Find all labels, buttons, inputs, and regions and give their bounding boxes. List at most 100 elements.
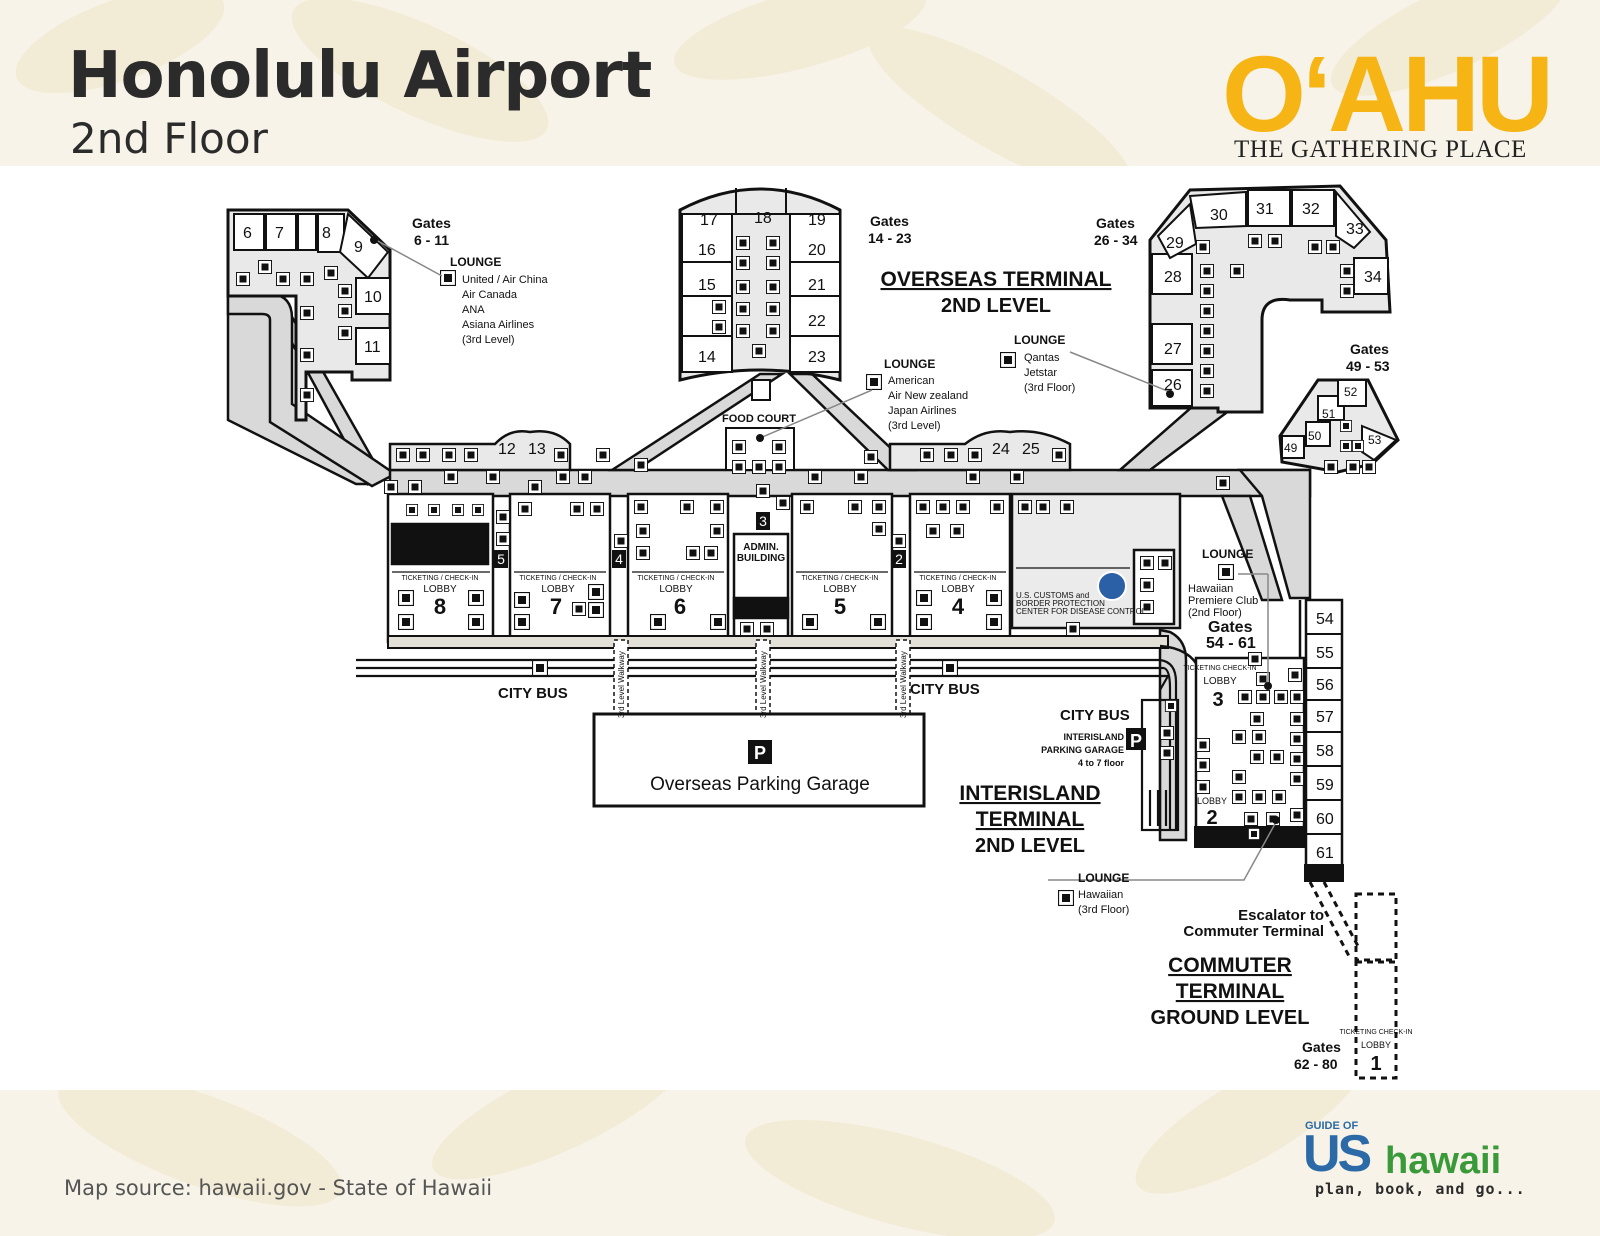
lounge-3-line: Qantas (1024, 352, 1060, 364)
lobby-8-number[interactable]: 8 (434, 594, 446, 619)
gate-11[interactable]: 11 (364, 339, 381, 356)
lounge-1-line: (3rd Level) (462, 334, 515, 346)
gate-25[interactable]: 25 (1022, 441, 1040, 458)
lounge-1-line: United / Air China (462, 274, 548, 286)
gate-23[interactable]: 23 (808, 349, 826, 366)
lounge-1-line: Asiana Airlines (462, 319, 535, 331)
lobby-6-number[interactable]: 6 (674, 594, 686, 619)
logo-tagline: plan, book, and go... (1315, 1180, 1526, 1198)
curb (387, 635, 1169, 649)
gate-31[interactable]: 31 (1256, 201, 1274, 218)
lounge-1-line: ANA (462, 304, 485, 316)
ticketing-label: TICKETING / CHECK-IN (801, 575, 878, 582)
gate-9[interactable]: 9 (354, 239, 363, 256)
lounge-2-line: Air New zealand (888, 390, 968, 402)
lobby-2-number[interactable]: 2 (1206, 807, 1217, 829)
walkway-label: 3rd Level Walkway (759, 651, 768, 718)
gate-53[interactable]: 53 (1368, 433, 1382, 447)
lounge-4-line: (2nd Floor) (1188, 607, 1242, 619)
overseas-parking-sign: P (754, 743, 766, 763)
lounge-2-line: Japan Airlines (888, 405, 957, 417)
interisland-parking-sign: P (1130, 731, 1142, 751)
gate-17[interactable]: 17 (700, 212, 718, 229)
lounge-3-line: Jetstar (1024, 367, 1057, 379)
lounge-1-line: Air Canada (462, 289, 518, 301)
gate-22[interactable]: 22 (808, 313, 826, 330)
lobby-3-number[interactable]: 3 (1212, 689, 1223, 711)
gate-6[interactable]: 6 (243, 225, 252, 242)
gates-14-23-label: Gates (870, 213, 909, 229)
gate-27[interactable]: 27 (1164, 341, 1182, 358)
gate-16[interactable]: 16 (698, 242, 716, 259)
lobby-4-number[interactable]: 4 (952, 594, 965, 619)
gate-32[interactable]: 32 (1302, 201, 1320, 218)
gate-51[interactable]: 51 (1322, 407, 1336, 421)
gate-29[interactable]: 29 (1166, 235, 1184, 252)
gates-62-80-range: 62 - 80 (1294, 1056, 1338, 1072)
food-court-label: FOOD COURT (722, 413, 796, 425)
lobby-5-number[interactable]: 5 (834, 594, 846, 619)
gate-56[interactable]: 56 (1316, 677, 1334, 694)
bridge-2-label: 2 (895, 551, 903, 567)
gate-33[interactable]: 33 (1346, 221, 1364, 238)
gate-18[interactable]: 18 (754, 210, 772, 227)
gate-15[interactable]: 15 (698, 277, 716, 294)
overseas-terminal-line1: OVERSEAS TERMINAL (880, 268, 1111, 291)
misc-labels: FOOD COURT ADMIN. BUILDING CITY BUS CITY… (497, 413, 1324, 940)
interisland-parking-line2: PARKING GARAGE (1041, 745, 1124, 755)
gates-26-34-label: Gates (1096, 215, 1135, 231)
third-level-walkways (613, 639, 911, 725)
lobby-word: LOBBY (1203, 676, 1237, 687)
lobby-word: LOBBY (541, 584, 575, 595)
gate-58[interactable]: 58 (1316, 743, 1334, 760)
page-title: Honolulu Airport (68, 39, 652, 113)
bridge-4-label: 4 (615, 551, 623, 567)
escalator-line2: Commuter Terminal (1183, 923, 1324, 940)
gate-28[interactable]: 28 (1164, 269, 1182, 286)
walkway-label: 3rd Level Walkway (899, 651, 908, 718)
gate-61[interactable]: 61 (1316, 845, 1334, 862)
gate-55[interactable]: 55 (1316, 645, 1334, 662)
interisland-terminal-line3: 2ND LEVEL (975, 835, 1085, 857)
lobby-1-number[interactable]: 1 (1370, 1053, 1381, 1075)
gate-24[interactable]: 24 (992, 441, 1010, 458)
gate-14[interactable]: 14 (698, 349, 716, 366)
gate-60[interactable]: 60 (1316, 811, 1334, 828)
gate-34[interactable]: 34 (1364, 269, 1382, 286)
gate-8[interactable]: 8 (322, 225, 331, 242)
lounge-4-line: Hawaiian (1188, 583, 1233, 595)
gates-49-53-range: 49 - 53 (1346, 358, 1390, 374)
interisland-terminal-line1: INTERISLAND (959, 782, 1100, 805)
gate-49[interactable]: 49 (1284, 441, 1298, 455)
gate-57[interactable]: 57 (1316, 709, 1334, 726)
gate-20[interactable]: 20 (808, 242, 826, 259)
lobby-7-number[interactable]: 7 (550, 594, 562, 619)
gate-52[interactable]: 52 (1344, 385, 1358, 399)
gate-21[interactable]: 21 (808, 277, 826, 294)
gate-30[interactable]: 30 (1210, 207, 1228, 224)
gate-12[interactable]: 12 (498, 441, 516, 458)
lobby-word: LOBBY (941, 584, 975, 595)
gate-50[interactable]: 50 (1308, 429, 1322, 443)
bridge-3-label: 3 (759, 513, 767, 529)
gate-group-labels: Gates 6 - 11 Gates 14 - 23 Gates 26 - 34… (412, 213, 1390, 1072)
lobby-dividers (392, 567, 1130, 573)
admin-building-line1: ADMIN. (743, 542, 779, 553)
lounge-2-line: (3rd Level) (888, 420, 941, 432)
gate-26[interactable]: 26 (1164, 377, 1182, 394)
city-bus-label: CITY BUS (1060, 707, 1130, 724)
gates-26-34-building (1148, 184, 1392, 414)
gate-numbers: 6 7 8 9 10 11 12 13 14 15 16 17 18 19 20… (243, 201, 1382, 862)
gate-54[interactable]: 54 (1316, 611, 1334, 628)
gate-13[interactable]: 13 (528, 441, 546, 458)
gate-59[interactable]: 59 (1316, 777, 1334, 794)
gate-7[interactable]: 7 (275, 225, 284, 242)
gate-19[interactable]: 19 (808, 212, 826, 229)
lobby-word: LOBBY (823, 584, 857, 595)
guide-of-us-hawaii-logo[interactable]: GUIDE OF US hawaii plan, book, and go... (1303, 1120, 1535, 1200)
gate-10[interactable]: 10 (364, 289, 382, 306)
ticketing-short-label: TICKETING CHECK-IN (1183, 665, 1256, 672)
gates-12-13-pod (388, 430, 572, 472)
ticketing-label: TICKETING / CHECK-IN (919, 575, 996, 582)
lounge-5-line: Hawaiian (1078, 889, 1123, 901)
